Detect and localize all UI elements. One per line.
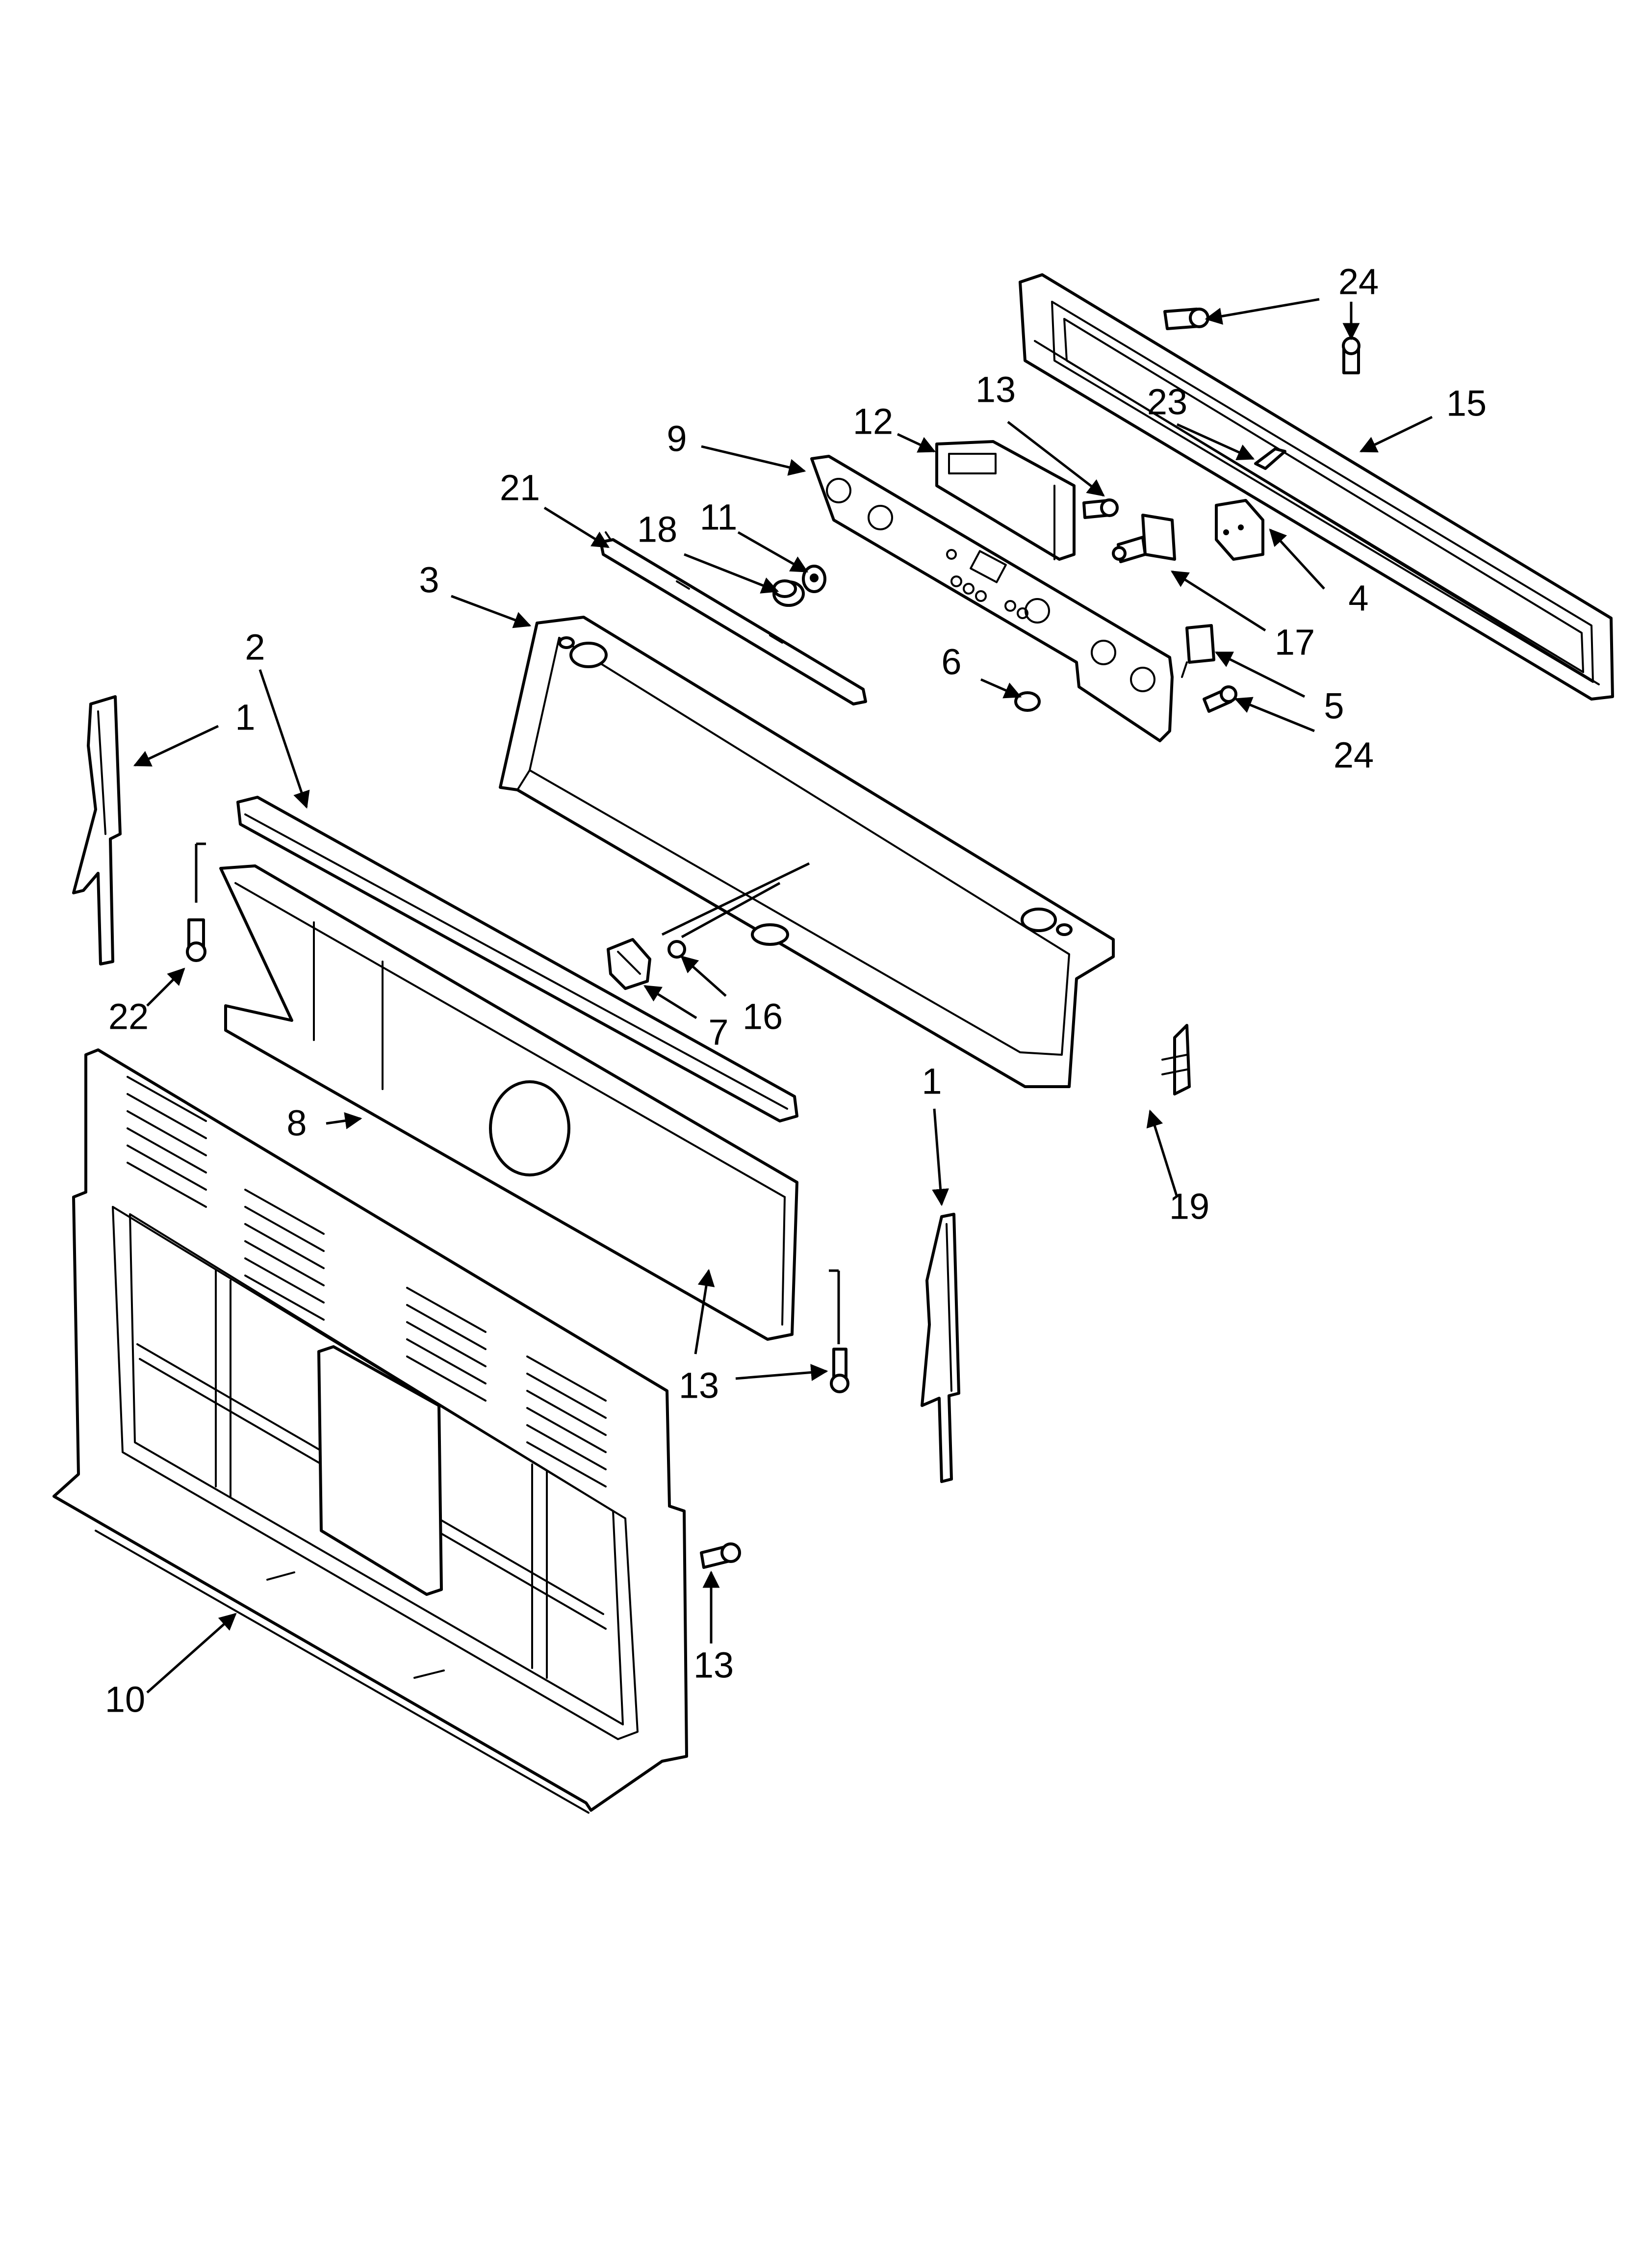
part-11-lamp (802, 565, 826, 593)
screw-24-mid (1342, 337, 1360, 374)
part-15-rear-trim-frame (1019, 273, 1614, 701)
callout-17: 17 (1275, 622, 1315, 663)
callout-8: 8 (286, 1103, 307, 1144)
callout-11: 11 (700, 497, 738, 538)
screw-24-bottom (1203, 685, 1237, 713)
screw-13-bottom (700, 1542, 741, 1569)
part-1-right-bracket (921, 1213, 960, 1483)
part-5-terminal (1181, 624, 1215, 678)
screw-13-mid-b (830, 1348, 849, 1393)
callout-10: 10 (105, 1679, 145, 1720)
callout-22: 22 (108, 996, 149, 1037)
callout-1-left: 1 (235, 697, 255, 738)
part-21-bracket (599, 531, 867, 705)
part-12-electronic-control (935, 440, 1076, 561)
callout-24-top: 24 (1338, 261, 1379, 302)
callout-15: 15 (1446, 383, 1487, 424)
callout-12: 12 (853, 401, 893, 442)
callout-13-bottom: 13 (693, 1645, 734, 1686)
part-4-switch-block (1215, 499, 1264, 561)
callout-24-bottom: 24 (1334, 735, 1374, 776)
callout-9: 9 (667, 418, 687, 459)
screw-24-top (1163, 308, 1209, 330)
callout-19: 19 (1169, 1186, 1209, 1227)
part-2-rail (236, 796, 798, 1122)
callout-18: 18 (637, 509, 677, 550)
screw-13-top (1082, 498, 1119, 519)
part-8-shield (219, 864, 798, 1341)
screw-22 (186, 918, 206, 962)
callout-4: 4 (1348, 578, 1368, 619)
callout-21: 21 (500, 468, 540, 508)
callout-labels: 24 23 15 13 12 9 11 18 21 3 4 17 6 5 24 … (105, 261, 1487, 1720)
leader-lines (133, 298, 1433, 1694)
part-7-knob (607, 938, 651, 990)
part-10-back-panel (52, 1048, 688, 1814)
vent-slots (127, 1076, 607, 1487)
callout-7: 7 (708, 1012, 728, 1053)
part-1-left-bracket (72, 695, 122, 965)
callout-2: 2 (245, 627, 265, 668)
callout-23: 23 (1147, 382, 1187, 422)
callout-13-top: 13 (975, 369, 1016, 410)
part-16-screw (667, 940, 686, 959)
callout-5: 5 (1324, 686, 1344, 727)
part-19-clip (1161, 1024, 1191, 1095)
callout-13-mid: 13 (679, 1365, 719, 1406)
callout-16: 16 (743, 996, 783, 1037)
part-17-switch (1112, 514, 1176, 563)
part-3-control-console (499, 616, 1115, 1088)
callout-6: 6 (941, 642, 961, 682)
callout-3: 3 (419, 560, 439, 600)
part-18-knob-cap (772, 579, 805, 607)
part-23-clip (1254, 447, 1286, 470)
callout-1-right: 1 (922, 1061, 942, 1102)
part-9-control-panel (810, 455, 1174, 742)
